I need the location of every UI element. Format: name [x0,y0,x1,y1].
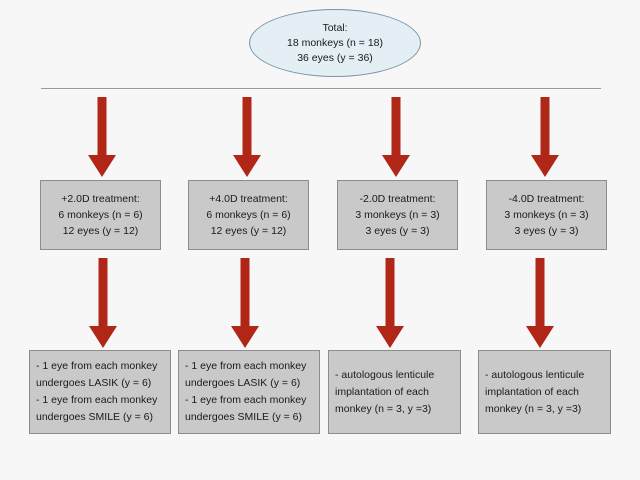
arrow-shaft [240,258,250,328]
procedure-line-1: - 1 eye from each monkey [36,360,158,372]
treatment-line-3: 12 eyes (y = 12) [62,225,139,237]
arrow-shaft [242,97,252,157]
procedure-line-3: - 1 eye from each monkey [36,394,158,406]
arrow-head [376,326,404,348]
procedure-line-3: monkey (n = 3, y =3) [335,402,432,415]
treatment-line-3: 3 eyes (y = 3) [365,225,430,237]
arrow-shaft [385,258,395,328]
total-line-3: 36 eyes (y = 36) [297,51,373,64]
procedure-line-2: undergoes LASIK (y = 6) [185,377,301,389]
procedure-line-1: - 1 eye from each monkey [185,360,307,372]
treatment-line-2: 3 monkeys (n = 3) [504,209,589,221]
arrow-head [382,155,410,177]
total-line-1: Total: [322,21,348,34]
treatment-line-2: 6 monkeys (n = 6) [206,209,291,221]
treatment-box-plus-2d: +2.0D treatment: 6 monkeys (n = 6) 12 ey… [40,180,161,250]
arrow-down-to-lasik-smile-1 [89,258,117,350]
arrow-head [89,326,117,348]
procedure-line-4: undergoes SMILE (y = 6) [36,411,154,423]
procedure-line-2: undergoes LASIK (y = 6) [36,377,152,389]
arrow-head [526,326,554,348]
procedure-line-1: - autologous lenticule [485,368,585,381]
arrow-down-to-plus-2d [88,97,116,179]
treatment-line-2: 6 monkeys (n = 6) [58,209,143,221]
treatment-line-1: -4.0D treatment: [508,193,585,205]
procedure-line-4: undergoes SMILE (y = 6) [185,411,303,423]
procedure-line-3: monkey (n = 3, y =3) [485,402,582,415]
arrow-head [233,155,261,177]
arrow-down-to-minus-2d [382,97,410,179]
arrow-down-to-lenticule-2 [526,258,554,350]
procedure-line-2: implantation of each [335,385,429,398]
arrow-shaft [98,258,108,328]
total-line-2: 18 monkeys (n = 18) [286,36,383,49]
arrow-down-to-lenticule-1 [376,258,404,350]
procedure-box-lenticule-1: - autologous lenticule implantation of e… [328,350,461,434]
procedure-line-1: - autologous lenticule [335,368,435,381]
treatment-box-plus-4d: +4.0D treatment: 6 monkeys (n = 6) 12 ey… [188,180,309,250]
arrow-down-to-lasik-smile-2 [231,258,259,350]
procedure-line-3: - 1 eye from each monkey [185,394,307,406]
procedure-box-lenticule-2: - autologous lenticule implantation of e… [478,350,611,434]
treatment-line-2: 3 monkeys (n = 3) [355,209,440,221]
treatment-box-minus-4d: -4.0D treatment: 3 monkeys (n = 3) 3 eye… [486,180,607,250]
treatment-line-1: +2.0D treatment: [61,193,140,205]
procedure-box-lasik-smile-1: - 1 eye from each monkey undergoes LASIK… [29,350,171,434]
arrow-down-to-plus-4d [233,97,261,179]
arrow-head [531,155,559,177]
arrow-shaft [540,97,550,157]
arrow-shaft [535,258,545,328]
arrow-shaft [97,97,107,157]
total-population-node: Total: 18 monkeys (n = 18) 36 eyes (y = … [249,9,421,77]
treatment-line-1: +4.0D treatment: [209,193,288,205]
treatment-line-1: -2.0D treatment: [359,193,436,205]
arrow-shaft [391,97,401,157]
procedure-line-2: implantation of each [485,385,579,398]
treatment-line-3: 3 eyes (y = 3) [514,225,579,237]
treatment-box-minus-2d: -2.0D treatment: 3 monkeys (n = 3) 3 eye… [337,180,458,250]
arrow-head [231,326,259,348]
procedure-box-lasik-smile-2: - 1 eye from each monkey undergoes LASIK… [178,350,320,434]
distribution-line [41,88,601,89]
arrow-down-to-minus-4d [531,97,559,179]
arrow-head [88,155,116,177]
treatment-line-3: 12 eyes (y = 12) [210,225,287,237]
